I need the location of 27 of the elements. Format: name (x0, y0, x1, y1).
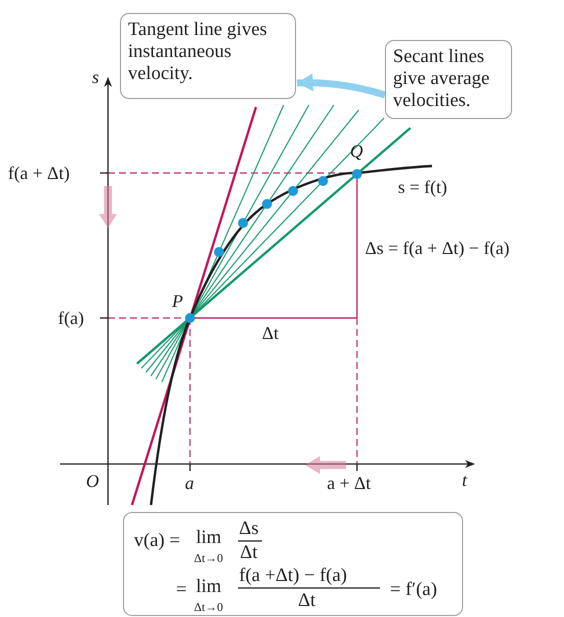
point-label: P (172, 290, 183, 312)
formula-term: lim (196, 527, 222, 549)
formula-term: lim (196, 576, 222, 598)
axis-label: s (92, 66, 100, 88)
equation-label: Δs = f(a + Δt) − f(a) (365, 237, 510, 259)
tick-label: a (185, 472, 194, 494)
arrow (296, 74, 386, 98)
formula-term: Δs (239, 518, 259, 540)
axis-label: t (462, 469, 468, 491)
curve-label: s = f(t) (398, 176, 448, 198)
tick-label: a + Δt (327, 472, 371, 494)
increment-label: Δt (262, 322, 279, 344)
tick-label: f(a + Δt) (8, 162, 70, 184)
formula-term: Δt (240, 542, 258, 564)
origin-label: O (86, 470, 99, 492)
formula-term: Δt (298, 590, 316, 612)
formula-term: Δt→0 (194, 600, 224, 614)
formula-term: = f′(a) (390, 579, 438, 601)
callout-box: Tangent line gives instantaneous velocity. (120, 13, 296, 99)
formula-box (123, 512, 463, 616)
formula-term: Δt→0 (194, 551, 224, 565)
formula-term: v(a) = (134, 530, 180, 552)
callout-box: Secant lines give average velocities. (385, 40, 512, 119)
point-label: Q (350, 140, 363, 162)
formula-term: = (176, 579, 187, 601)
tick-label: f(a) (58, 307, 84, 329)
formula-term: f(a +Δt) − f(a) (239, 565, 348, 587)
